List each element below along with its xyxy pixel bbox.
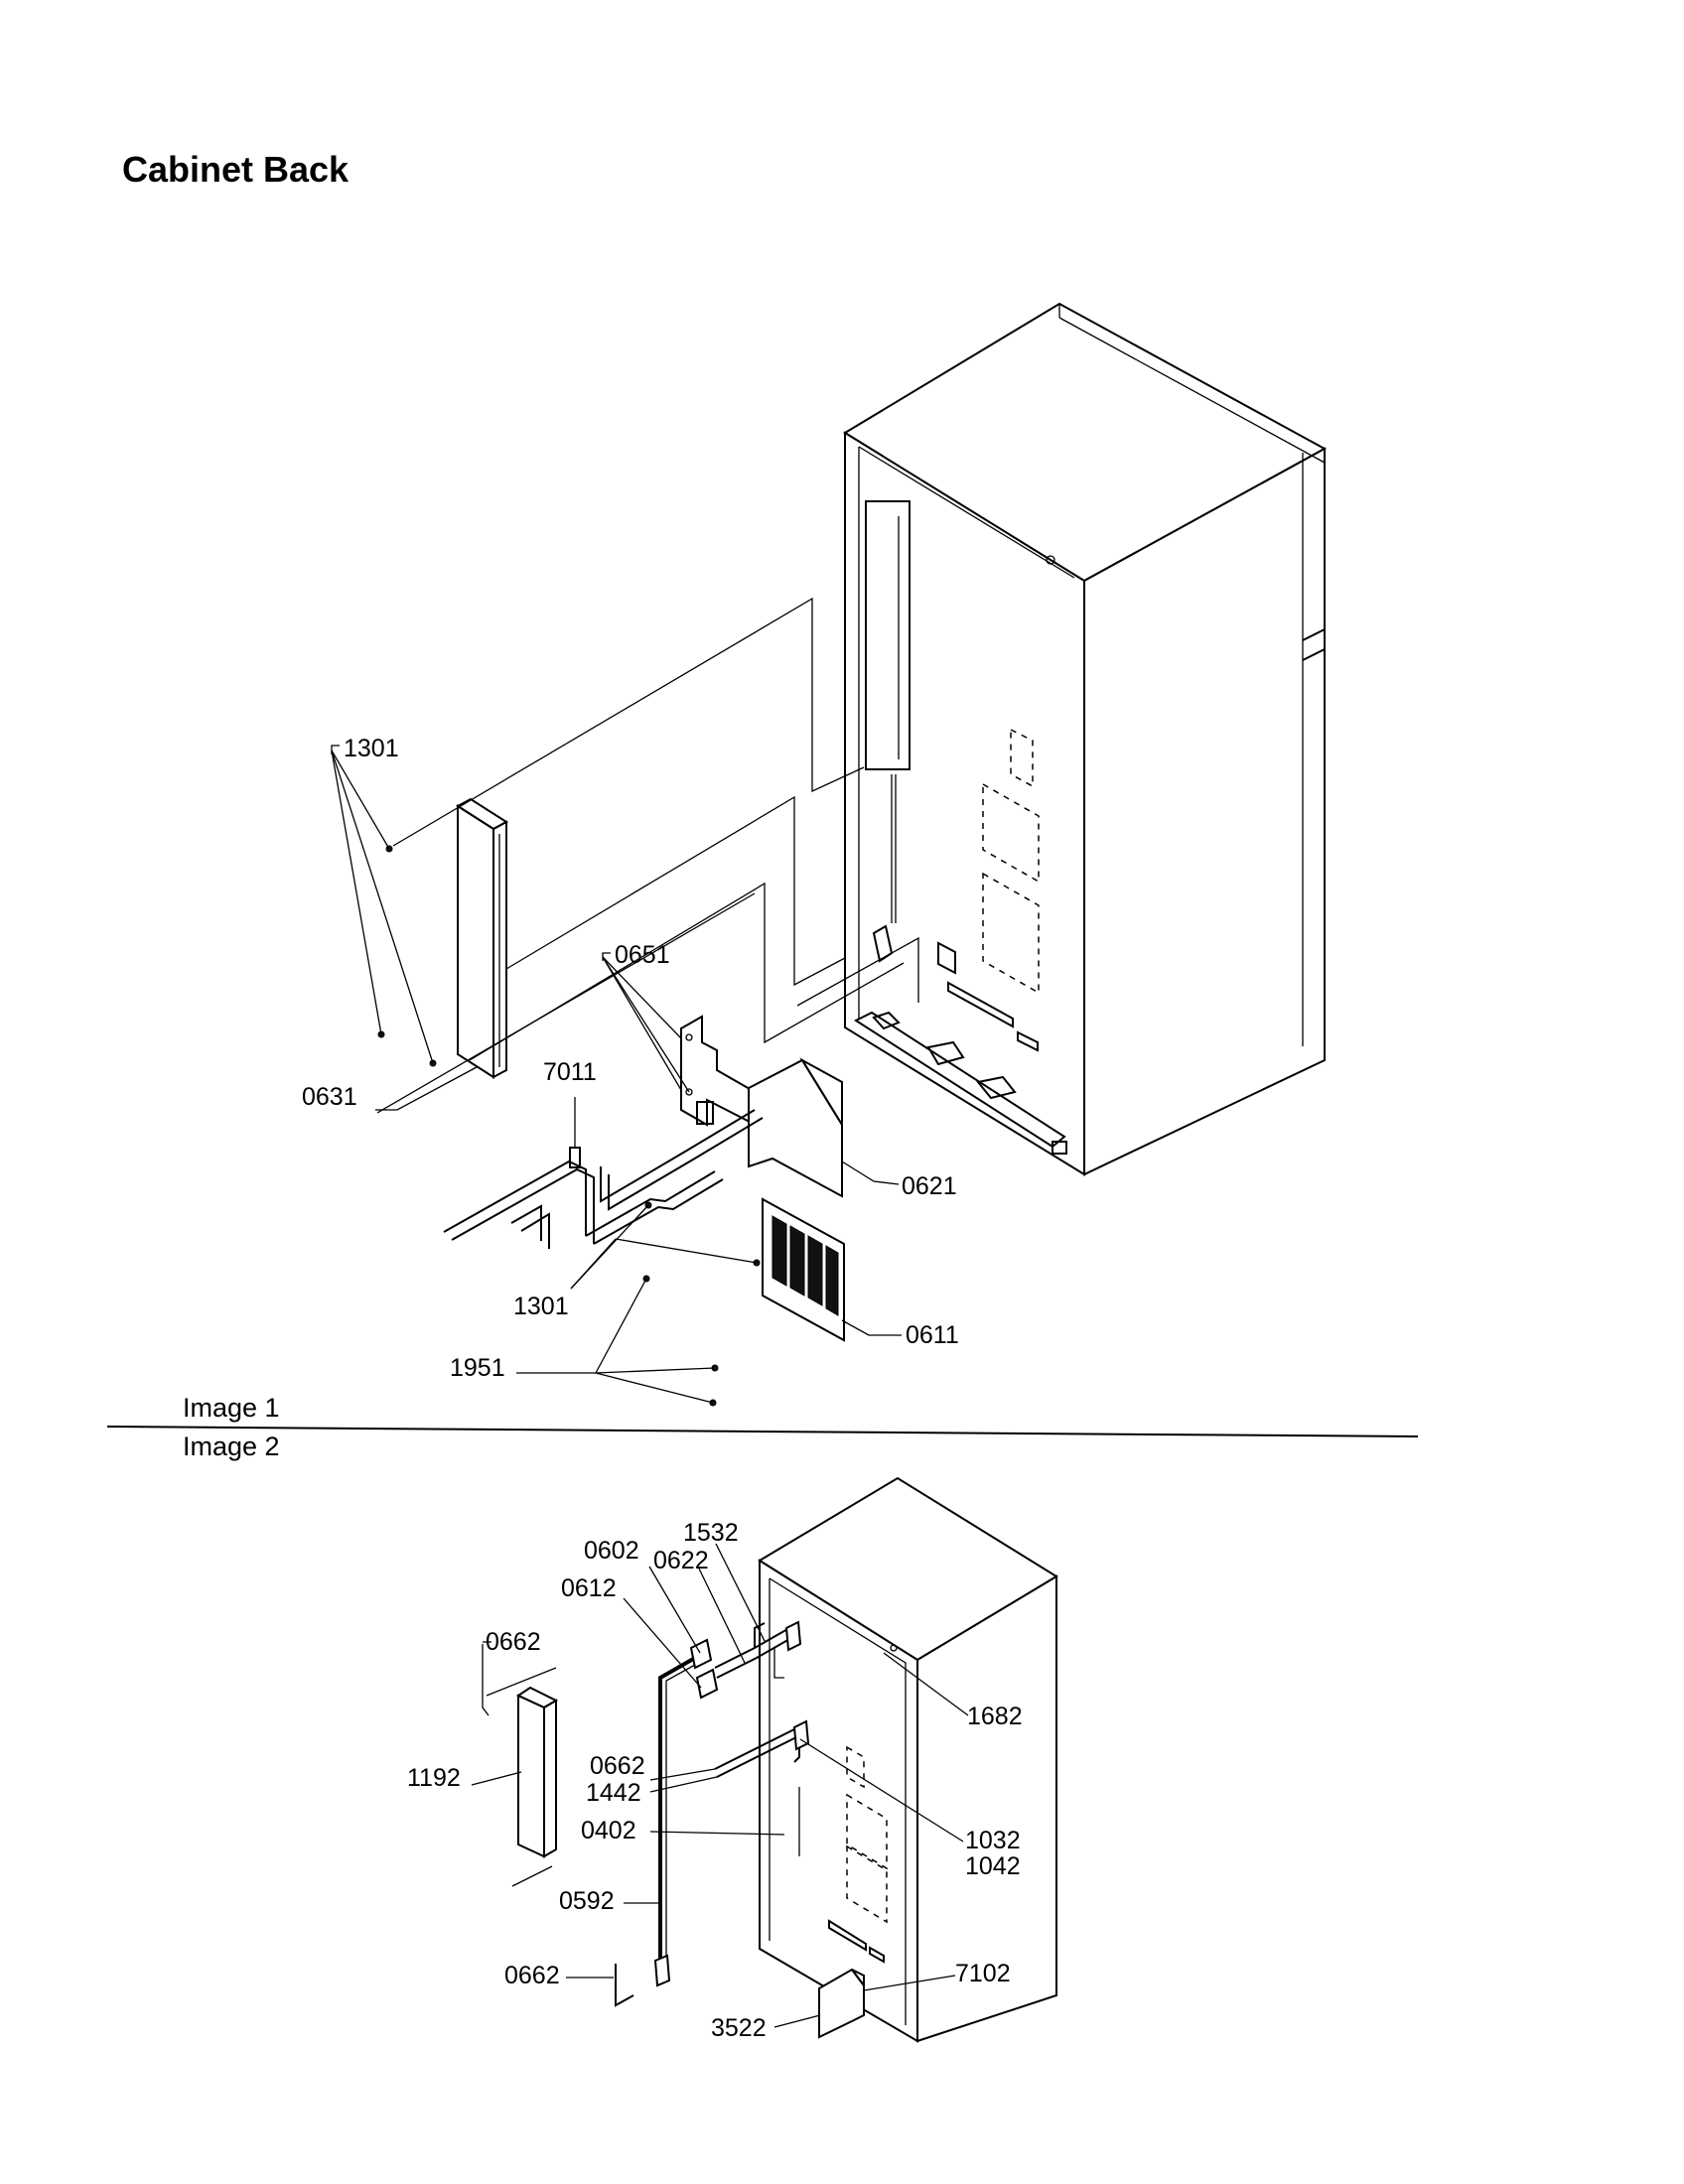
back-channel [865,500,911,770]
image-separator-line [106,1426,1419,1437]
panel-0631-face [457,804,494,1079]
label-0592: 0592 [559,1887,615,1915]
label-3522: 3522 [711,2014,767,2042]
page-title: Cabinet Back [122,149,350,190]
refrigerator-cabinet [843,302,1328,1176]
panel-0631 [456,797,508,1079]
bracket-0651 [680,1015,751,1127]
clip-1532 [784,1620,802,1652]
clip-1032 [792,1719,810,1751]
label-0662-bottom: 0662 [504,1962,560,1989]
label-0611: 0611 [906,1321,959,1349]
label-0612: 0612 [561,1574,617,1602]
bottom-tray [853,1011,1066,1149]
tube-fitting-0602 [689,1638,713,1670]
image-1-caption: Image 1 [183,1393,280,1423]
tube-7011 [443,1109,764,1249]
refrigerator-cabinet-small [758,1476,1058,2043]
cover-0621 [748,1057,843,1198]
label-1532: 1532 [683,1519,739,1547]
label-0621: 0621 [902,1172,957,1200]
label-0631: 0631 [302,1083,357,1111]
cover-0621-body [748,1058,843,1198]
small-cabinet-back [759,1559,918,2043]
label-1301-top: 1301 [344,735,399,762]
label-0622: 0622 [653,1547,709,1574]
label-7102: 7102 [955,1960,1011,1987]
label-1042: 1042 [965,1852,1021,1880]
label-1951: 1951 [450,1354,505,1382]
label-1682: 1682 [967,1703,1023,1730]
label-1032: 1032 [965,1827,1021,1854]
label-1442: 1442 [586,1779,641,1807]
back-label-upper [982,782,1040,884]
label-0602: 0602 [584,1537,639,1565]
label-0662-top: 0662 [486,1628,541,1656]
image-2-diagram: 1532 0602 0622 0612 0662 1682 1192 0662 … [407,1476,1058,2043]
image-1-diagram: 1301 0651 7011 0631 0621 1301 0611 1951 [302,302,1328,1407]
cover-7102 [818,1968,865,2039]
back-label-small [1010,728,1034,788]
label-0651: 0651 [615,941,670,969]
label-0402: 0402 [581,1817,636,1844]
small-back-label [846,1745,865,1789]
label-7011: 7011 [543,1058,597,1086]
tube-fitting [569,1147,581,1168]
panel-1192 [515,1686,559,1858]
grille-0611 [762,1197,845,1342]
image-2-caption: Image 2 [183,1432,280,1461]
label-1301-bottom: 1301 [513,1293,569,1320]
label-0662-middle: 0662 [590,1752,645,1780]
bracket-0651-body [680,1015,751,1127]
panel-1192-face [517,1694,545,1858]
tube-fitting-0612 [695,1668,719,1700]
label-1192: 1192 [407,1764,461,1792]
